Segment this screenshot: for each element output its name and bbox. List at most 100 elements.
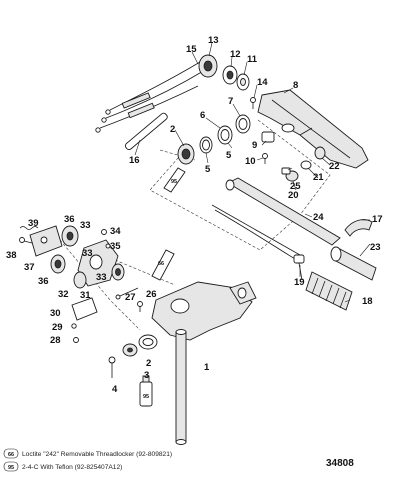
steering-shaft-1 (175, 329, 187, 445)
callout-19: 19 (294, 277, 305, 288)
o-ring-5-upper (199, 136, 213, 154)
bushing-2-upper (177, 143, 195, 165)
callout-6: 6 (200, 110, 205, 121)
spring-39 (19, 226, 39, 230)
leader-lines (134, 42, 371, 303)
callout-11: 11 (247, 54, 258, 65)
callout-16: 16 (129, 155, 140, 166)
callout-15: 15 (186, 44, 197, 55)
fitting-21 (300, 160, 312, 170)
callout-21: 21 (313, 172, 324, 183)
grease-tube-95-lower: 95 (139, 375, 153, 407)
callout-2-upper: 2 (170, 124, 175, 135)
shaft-cable-19 (214, 209, 305, 281)
callout-8: 8 (293, 80, 298, 91)
bushing-2-lower (138, 334, 158, 350)
tube-95-lower-marking: 95 (143, 394, 149, 400)
washer-3 (122, 343, 138, 357)
callout-5-middle: 5 (226, 150, 232, 161)
callout-10: 10 (245, 156, 256, 167)
callout-27: 27 (125, 292, 136, 303)
callout-20: 20 (288, 190, 299, 201)
pin-27 (115, 287, 139, 300)
tiller-handle (257, 89, 369, 169)
tube-95-upper-marking: 95 (171, 179, 177, 185)
gear-32 (73, 271, 87, 289)
tube-66-marking: 66 (158, 261, 164, 267)
handle-grip-18 (305, 271, 353, 311)
callout-26: 26 (146, 289, 157, 300)
gear-31 (111, 263, 125, 281)
callout-30: 30 (50, 308, 61, 319)
callout-33-upper: 33 (80, 220, 91, 231)
figure-number: 34808 (326, 458, 354, 469)
callout-25: 25 (290, 181, 301, 192)
gear-housing-33 (77, 239, 119, 287)
legend-text-95: 2-4-C With Teflon (92-825407A12) (22, 464, 122, 471)
callout-35: 35 (110, 241, 121, 252)
callout-39: 39 (28, 218, 39, 229)
cable-assembly (95, 61, 206, 133)
bushing-11 (236, 73, 250, 91)
screw-10 (262, 153, 268, 164)
gear-36-lower (50, 254, 66, 274)
callout-37: 37 (24, 262, 35, 273)
washer-7 (235, 114, 251, 134)
throttle-grip-23 (330, 246, 377, 281)
cable-sleeve (124, 112, 168, 151)
callout-5-upper: 5 (205, 164, 211, 175)
callout-17: 17 (372, 214, 383, 225)
callout-labels: 1 2 3 4 5 6 7 8 9 10 11 12 13 14 15 16 1… (6, 35, 383, 395)
screw-34 (101, 229, 107, 235)
callout-1: 1 (204, 362, 210, 373)
loctite-tube-66: 66 (151, 249, 175, 281)
callout-33-side: 33 (96, 272, 107, 283)
screw-35 (105, 243, 111, 249)
callout-32: 32 (58, 289, 69, 300)
screw-38 (19, 237, 33, 244)
fitting-22 (314, 146, 326, 160)
legend-badge-66 (3, 448, 19, 459)
screw-29 (71, 323, 77, 329)
callout-36-upper: 36 (64, 214, 75, 225)
legend-text-66: Loctite "242" Removable Threadlocker (92… (22, 451, 172, 458)
callout-2-lower: 2 (146, 358, 151, 369)
legend-code-66: 66 (8, 452, 14, 458)
legend: 66 Loctite "242" Removable Threadlocker … (3, 448, 172, 472)
callout-13: 13 (208, 35, 219, 46)
screw-14 (250, 97, 256, 109)
callout-33-lower: 33 (82, 248, 93, 259)
callout-36-lower: 36 (38, 276, 49, 287)
legend-badge-95 (3, 461, 19, 472)
callout-3: 3 (144, 370, 149, 381)
callout-28: 28 (50, 335, 61, 346)
callout-23: 23 (370, 242, 381, 253)
callout-24: 24 (313, 212, 324, 223)
callout-29: 29 (52, 322, 63, 333)
callout-12: 12 (230, 49, 241, 60)
callout-14: 14 (257, 77, 268, 88)
throttle-shaft (211, 177, 341, 256)
bracket-30 (71, 297, 98, 321)
gear-36-upper (61, 225, 79, 247)
washer-6 (217, 125, 233, 145)
callout-4: 4 (112, 384, 118, 395)
callout-18: 18 (362, 296, 373, 307)
throttle-end-cap (198, 54, 218, 78)
bushing-12 (222, 65, 238, 85)
grip-insert-17 (344, 219, 373, 237)
callout-7: 7 (228, 96, 233, 107)
screw-28 (73, 337, 79, 343)
callout-34: 34 (110, 226, 121, 237)
bracket-9 (261, 131, 275, 143)
callout-31: 31 (80, 290, 91, 301)
steering-bracket (151, 281, 257, 341)
callout-22: 22 (329, 161, 340, 172)
screw-26 (137, 301, 143, 312)
bolt-4 (108, 356, 116, 378)
legend-code-95: 95 (8, 465, 14, 471)
callout-9: 9 (252, 140, 257, 151)
assembly-guide-lines (59, 119, 331, 331)
gear-bracket-37 (29, 225, 63, 257)
